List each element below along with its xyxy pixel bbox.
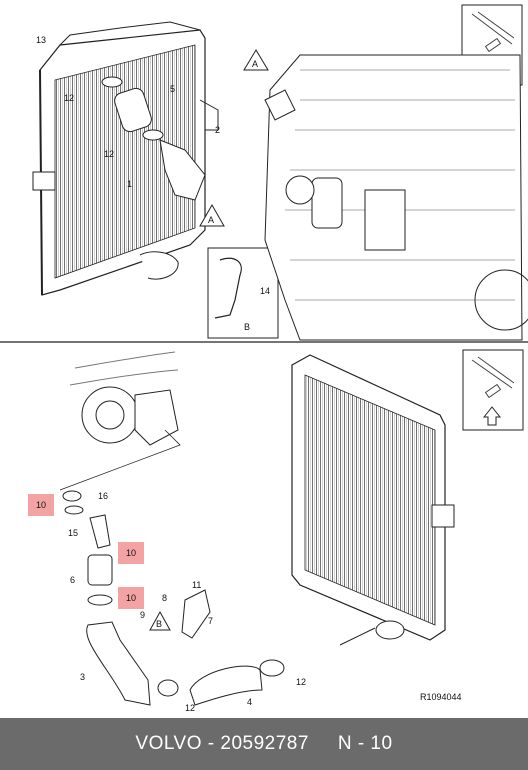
view-marker-b: B (244, 322, 250, 332)
radiator-top (32, 21, 219, 296)
hose-assembly (62, 490, 285, 706)
footer-bar: VOLVO - 20592787 N - 10 (0, 718, 528, 770)
charge-air-pipe-top (101, 76, 206, 201)
callout-2: 2 (215, 125, 220, 135)
callout-10: 10 (126, 593, 136, 603)
callout-3: 3 (80, 672, 85, 682)
callout-12: 12 (185, 703, 195, 713)
callout-11: 11 (192, 580, 201, 590)
view-box-b-bottom (462, 349, 524, 431)
brand-label: VOLVO (135, 733, 202, 754)
triangle-a-mark (199, 49, 269, 227)
callout-6: 6 (70, 575, 75, 585)
view-marker-b: B (156, 619, 162, 629)
callout-5: 5 (170, 84, 175, 94)
part-number: 20592787 (220, 733, 309, 754)
view-marker-a: A (208, 215, 214, 225)
callout-12: 12 (64, 93, 74, 103)
page-code: N - 10 (337, 733, 393, 754)
callout-7: 7 (208, 616, 213, 626)
bracket-14-box (207, 247, 279, 339)
callout-10: 10 (36, 500, 46, 510)
callout-13: 13 (36, 35, 46, 45)
callout-10: 10 (126, 548, 136, 558)
turbocharger (59, 351, 181, 491)
callout-4: 4 (247, 697, 252, 707)
reference-code: R1094044 (420, 692, 462, 702)
callouts: 13 5 12 12 2 1 14 16 10 15 10 6 11 10 8 … (36, 35, 462, 713)
callout-8: 8 (162, 593, 167, 603)
parts-diagram: 13 5 12 12 2 1 14 16 10 15 10 6 11 10 8 … (0, 4, 528, 713)
radiator-bottom (291, 354, 455, 646)
callout-16: 16 (98, 491, 108, 501)
view-marker-a: A (252, 59, 258, 69)
callout-12: 12 (296, 677, 306, 687)
callout-14: 14 (260, 286, 270, 296)
engine-block (264, 54, 528, 341)
spacer (309, 733, 338, 755)
callout-9: 9 (140, 610, 145, 620)
callout-1: 1 (127, 179, 132, 189)
separator: - (201, 733, 221, 754)
part-highlights (28, 494, 144, 609)
callout-12: 12 (104, 149, 114, 159)
callout-15: 15 (68, 528, 78, 538)
